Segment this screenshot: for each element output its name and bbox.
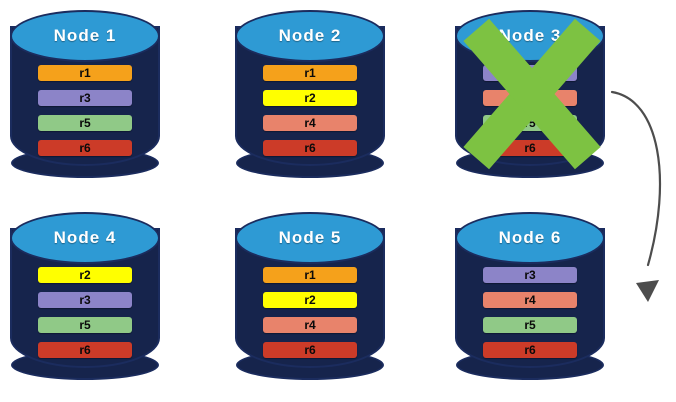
record-bar[interactable]: r6: [483, 342, 577, 358]
record-bar[interactable]: r2: [263, 90, 357, 106]
node-label: Node 3: [498, 26, 562, 45]
record-bar[interactable]: r5: [38, 115, 132, 131]
node-label: Node 2: [278, 26, 342, 45]
record-label: r2: [304, 91, 316, 105]
record-list: r1 r2 r4 r6: [263, 267, 357, 367]
record-bar[interactable]: r6: [263, 342, 357, 358]
node-2[interactable]: Node 2 r1 r2 r4 r6: [235, 8, 385, 183]
record-bar[interactable]: r4: [483, 90, 577, 106]
record-label: r6: [304, 343, 316, 357]
record-label: r1: [304, 66, 316, 80]
record-label: r6: [79, 343, 91, 357]
record-list: r2 r3 r5 r6: [38, 267, 132, 367]
record-bar[interactable]: r2: [263, 292, 357, 308]
record-label: r6: [524, 343, 536, 357]
record-bar[interactable]: r1: [263, 65, 357, 81]
record-bar[interactable]: r3: [38, 292, 132, 308]
record-label: r5: [79, 318, 91, 332]
record-bar[interactable]: r2: [38, 267, 132, 283]
record-bar[interactable]: r4: [263, 317, 357, 333]
record-label: r4: [304, 318, 316, 332]
record-label: r3: [524, 268, 536, 282]
node-5[interactable]: Node 5 r1 r2 r4 r6: [235, 210, 385, 385]
record-bar[interactable]: r4: [263, 115, 357, 131]
record-list: r3 r4 r5 r6: [483, 65, 577, 165]
node-label: Node 1: [53, 26, 117, 45]
record-label: r5: [524, 318, 536, 332]
cylinder-top: Node 3: [455, 10, 605, 62]
record-list: r3 r4 r5 r6: [483, 267, 577, 367]
node-1[interactable]: Node 1 r1 r3 r5 r6: [10, 8, 160, 183]
record-bar[interactable]: r5: [483, 317, 577, 333]
record-bar[interactable]: r5: [483, 115, 577, 131]
record-bar[interactable]: r1: [263, 267, 357, 283]
record-label: r6: [79, 141, 91, 155]
record-label: r4: [524, 293, 536, 307]
record-bar[interactable]: r1: [38, 65, 132, 81]
record-bar[interactable]: r6: [38, 342, 132, 358]
node-3[interactable]: Node 3 r3 r4 r5 r6: [455, 8, 605, 183]
record-label: r2: [304, 293, 316, 307]
record-bar[interactable]: r6: [263, 140, 357, 156]
record-bar[interactable]: r3: [483, 267, 577, 283]
record-bar[interactable]: r3: [483, 65, 577, 81]
record-list: r1 r2 r4 r6: [263, 65, 357, 165]
record-bar[interactable]: r6: [483, 140, 577, 156]
node-label: Node 4: [53, 228, 117, 247]
cylinder-top: Node 5: [235, 212, 385, 264]
record-label: r5: [524, 116, 536, 130]
record-label: r6: [304, 141, 316, 155]
record-bar[interactable]: r6: [38, 140, 132, 156]
node-4[interactable]: Node 4 r2 r3 r5 r6: [10, 210, 160, 385]
record-label: r4: [304, 116, 316, 130]
cylinder-top: Node 6: [455, 212, 605, 264]
record-label: r4: [524, 91, 536, 105]
node-label: Node 6: [498, 228, 562, 247]
record-label: r1: [304, 268, 316, 282]
cylinder-top: Node 4: [10, 212, 160, 264]
record-bar[interactable]: r4: [483, 292, 577, 308]
record-label: r3: [79, 91, 91, 105]
cylinder-top: Node 1: [10, 10, 160, 62]
arrow-line: [610, 90, 662, 267]
record-bar[interactable]: r3: [38, 90, 132, 106]
record-label: r3: [524, 66, 536, 80]
record-label: r1: [79, 66, 91, 80]
record-list: r1 r3 r5 r6: [38, 65, 132, 165]
arrow-head-icon: [636, 280, 659, 302]
record-label: r6: [524, 141, 536, 155]
record-label: r2: [79, 268, 91, 282]
node-label: Node 5: [278, 228, 342, 247]
cylinder-top: Node 2: [235, 10, 385, 62]
record-bar[interactable]: r5: [38, 317, 132, 333]
node-6[interactable]: Node 6 r3 r4 r5 r6: [455, 210, 605, 385]
record-label: r3: [79, 293, 91, 307]
record-label: r5: [79, 116, 91, 130]
